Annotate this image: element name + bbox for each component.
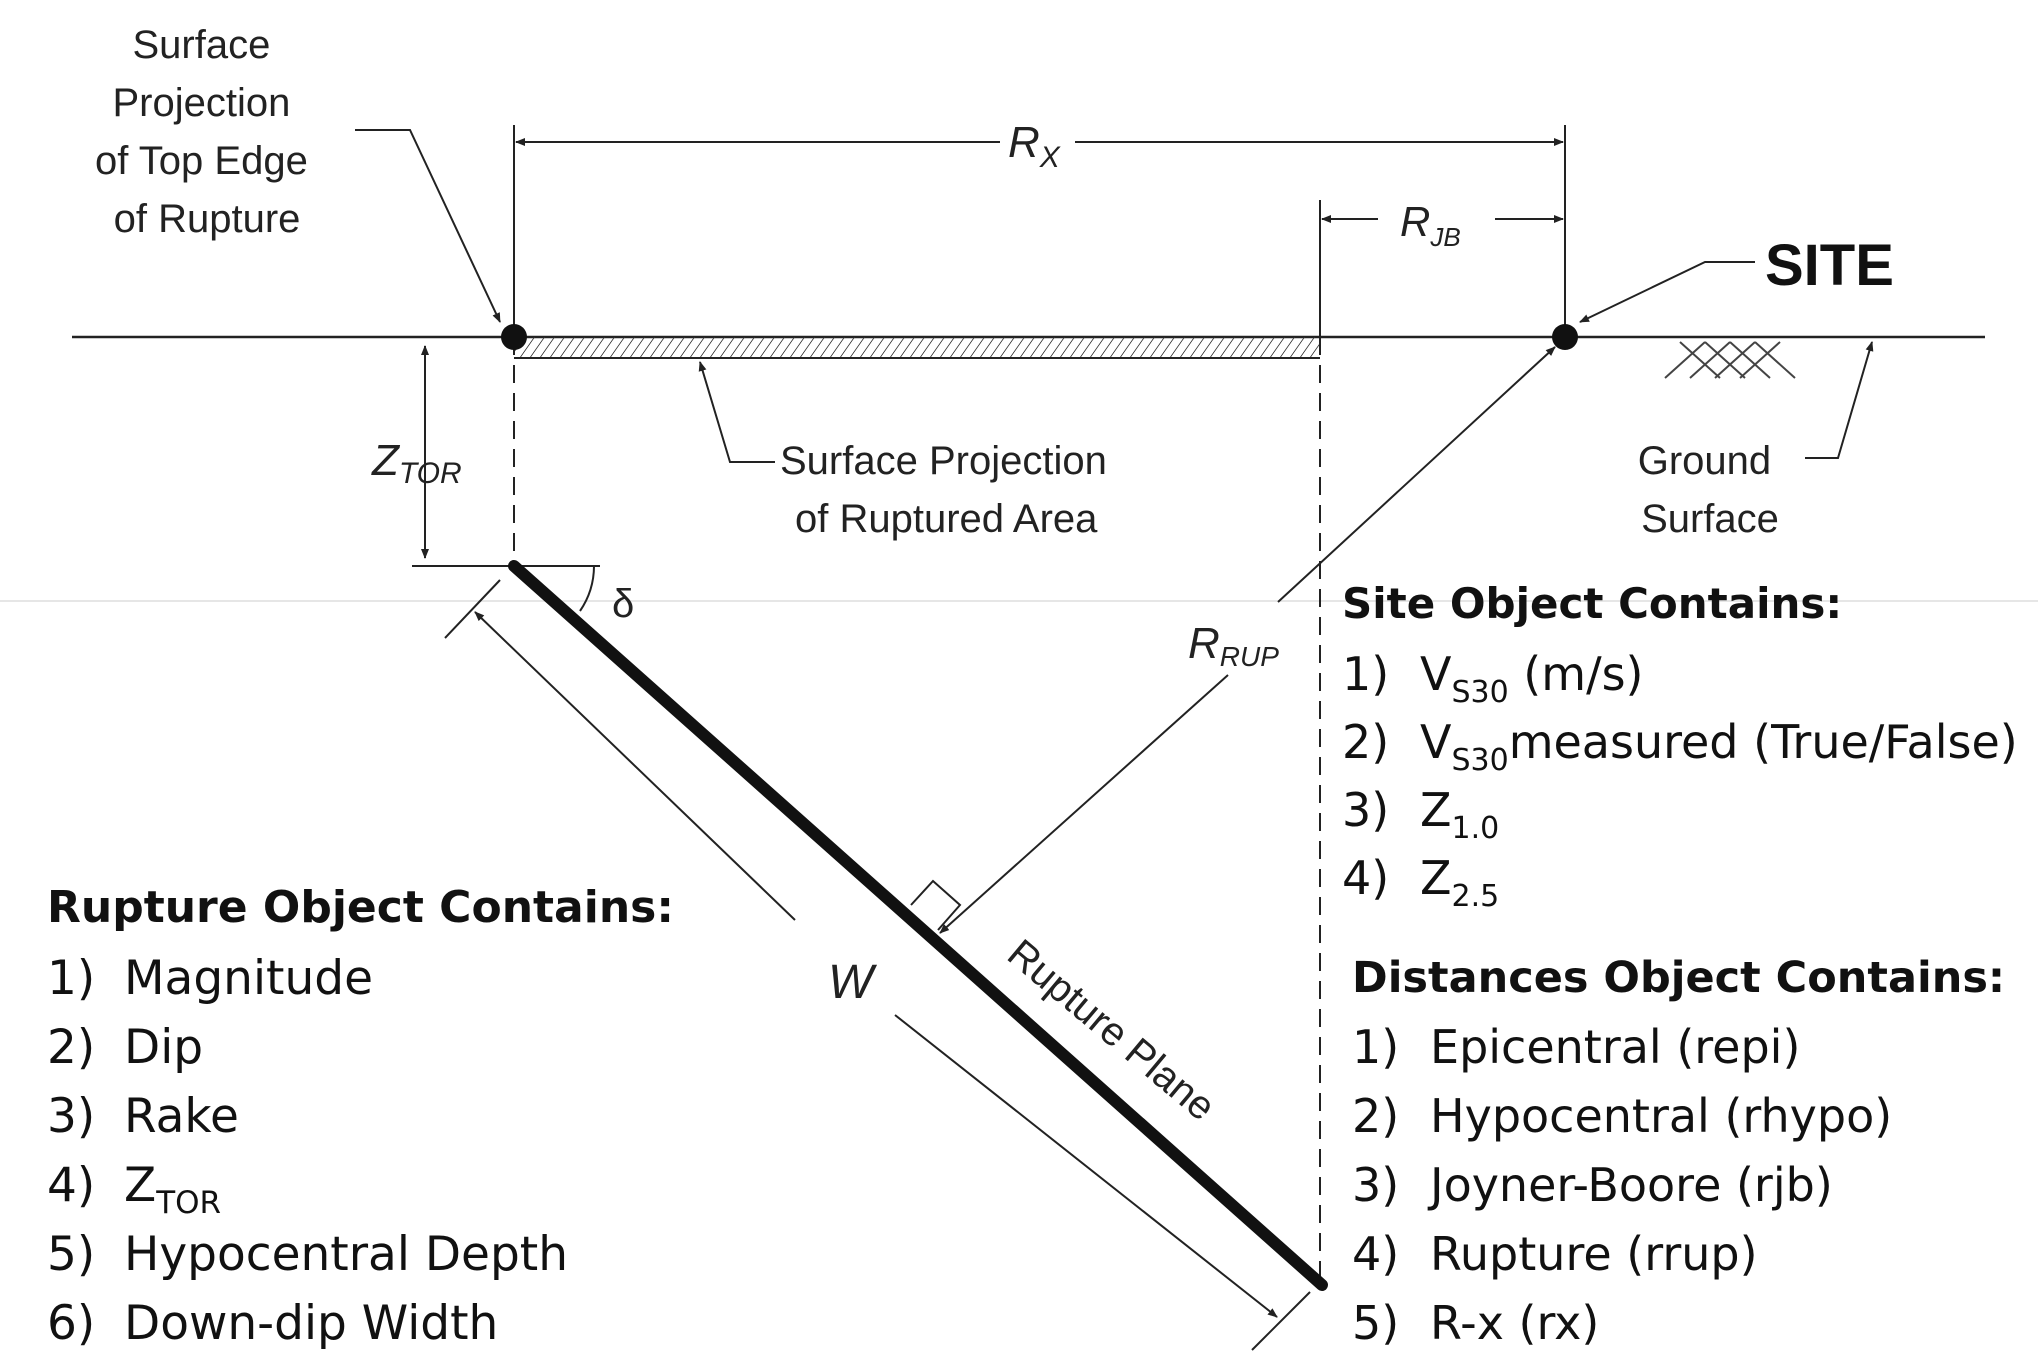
ruptured-area-label: Surface Projection of Ruptured Area	[780, 439, 1118, 541]
rupture-object-item-6: 6)Down-dip Width	[47, 1296, 498, 1351]
w-dimension-lower	[894, 1014, 1278, 1318]
site-label: SITE	[1765, 233, 1894, 298]
rupture-object-item-1: 1)Magnitude	[47, 951, 373, 1006]
top-edge-label: Surface Projection of Top Edge of Ruptur…	[95, 23, 319, 241]
ruptured-area-leader	[698, 361, 775, 463]
site-point	[1552, 324, 1578, 350]
top-edge-point	[501, 324, 527, 350]
distances-object-title: Distances Object Contains:	[1352, 953, 2005, 1003]
rrup-line-upper	[1277, 346, 1556, 603]
soil-hatch-symbol	[1664, 341, 1796, 379]
site-leader	[1579, 261, 1755, 323]
w-label: W	[828, 956, 878, 1009]
rupture-object-title: Rupture Object Contains:	[47, 882, 674, 933]
dip-angle-arc	[579, 565, 595, 612]
distances-object-item-4: 4)Rupture (rrup)	[1352, 1227, 1758, 1281]
ztor-label: ZTOR	[371, 436, 462, 490]
rrup-line-lower	[939, 674, 1229, 934]
ground-surface-leader	[1805, 341, 1874, 459]
distances-object-item-3: 3)Joyner-Boore (rjb)	[1352, 1158, 1833, 1212]
ground-surface-label: Ground Surface	[1638, 439, 1783, 541]
site-object-item-2: 2)VS30measured (True/False)	[1342, 715, 2018, 778]
w-tick-bottom	[1251, 1291, 1311, 1351]
right-angle-marker	[910, 879, 962, 931]
rx-label: RX	[1008, 118, 1061, 174]
rrup-label: RRUP	[1188, 619, 1279, 672]
site-object-title: Site Object Contains:	[1342, 579, 1842, 628]
site-object-item-4: 4)Z2.5	[1342, 851, 1499, 914]
rjb-label: RJB	[1400, 198, 1461, 252]
distances-object-item-1: 1)Epicentral (repi)	[1352, 1020, 1800, 1074]
site-object-item-1: 1)VS30 (m/s)	[1342, 647, 1643, 710]
rupture-object-item-4: 4)ZTOR	[47, 1158, 221, 1221]
rupture-object-item-3: 3)Rake	[47, 1089, 239, 1144]
ruptured-area-hatch	[514, 337, 1320, 358]
rupture-object-item-2: 2)Dip	[47, 1020, 203, 1075]
w-tick-top	[444, 579, 501, 639]
top-edge-leader	[355, 129, 501, 323]
w-dimension-upper	[474, 611, 796, 921]
rupture-object-item-5: 5)Hypocentral Depth	[47, 1227, 568, 1282]
distances-object-item-5: 5)R-x (rx)	[1352, 1296, 1599, 1350]
site-object-item-3: 3)Z1.0	[1342, 783, 1499, 846]
rupture-plane	[508, 560, 1328, 1291]
distances-object-item-2: 2)Hypocentral (rhypo)	[1352, 1089, 1892, 1143]
dip-angle-label: δ	[612, 582, 634, 626]
